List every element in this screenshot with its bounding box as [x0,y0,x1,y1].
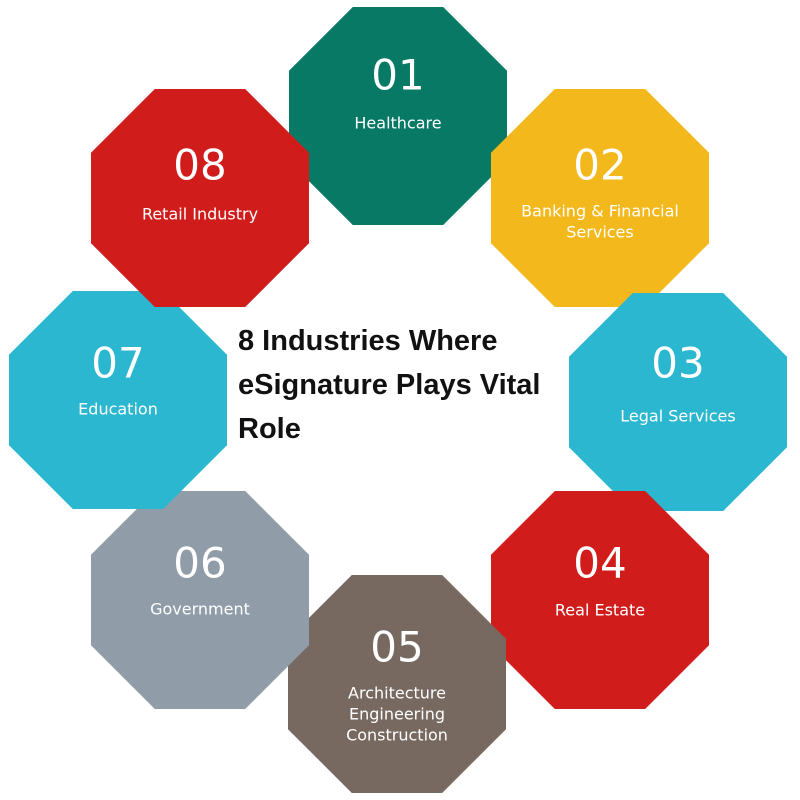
industry-label-line: Banking & Financial [521,202,679,221]
industry-label-line: Engineering [349,705,445,724]
octagon-shape [288,575,506,793]
industry-label-line: Real Estate [555,601,645,620]
industry-number: 06 [173,539,226,588]
octagon-shape [91,491,309,709]
diagram-title: 8 Industries Where eSignature Plays Vita… [238,325,541,445]
industry-label-line: Legal Services [620,407,735,426]
industry-label-line: Services [566,223,633,242]
octagon-shape [491,491,709,709]
industry-label-line: Architecture [348,684,446,703]
industry-label-line: Education [78,400,158,419]
octagon-shape [569,293,787,511]
industry-number: 08 [173,141,226,190]
title-line-1: 8 Industries Where [238,325,497,357]
industry-number: 07 [91,339,144,388]
octagon-shape [91,89,309,307]
title-line-2: eSignature Plays Vital [238,369,541,401]
title-line-3: Role [238,413,301,445]
industry-label-line: Government [150,600,250,619]
industry-number: 02 [573,141,626,190]
industry-number: 03 [651,339,704,388]
industry-number: 05 [370,623,423,672]
octagon-shape [491,89,709,307]
industry-label-line: Retail Industry [142,205,258,224]
industry-label-line: Healthcare [354,114,441,133]
octagon-shape [9,291,227,509]
octagon-shape [289,7,507,225]
industry-label-line: Construction [346,726,448,745]
industry-number: 04 [573,539,626,588]
industry-number: 01 [371,51,424,100]
